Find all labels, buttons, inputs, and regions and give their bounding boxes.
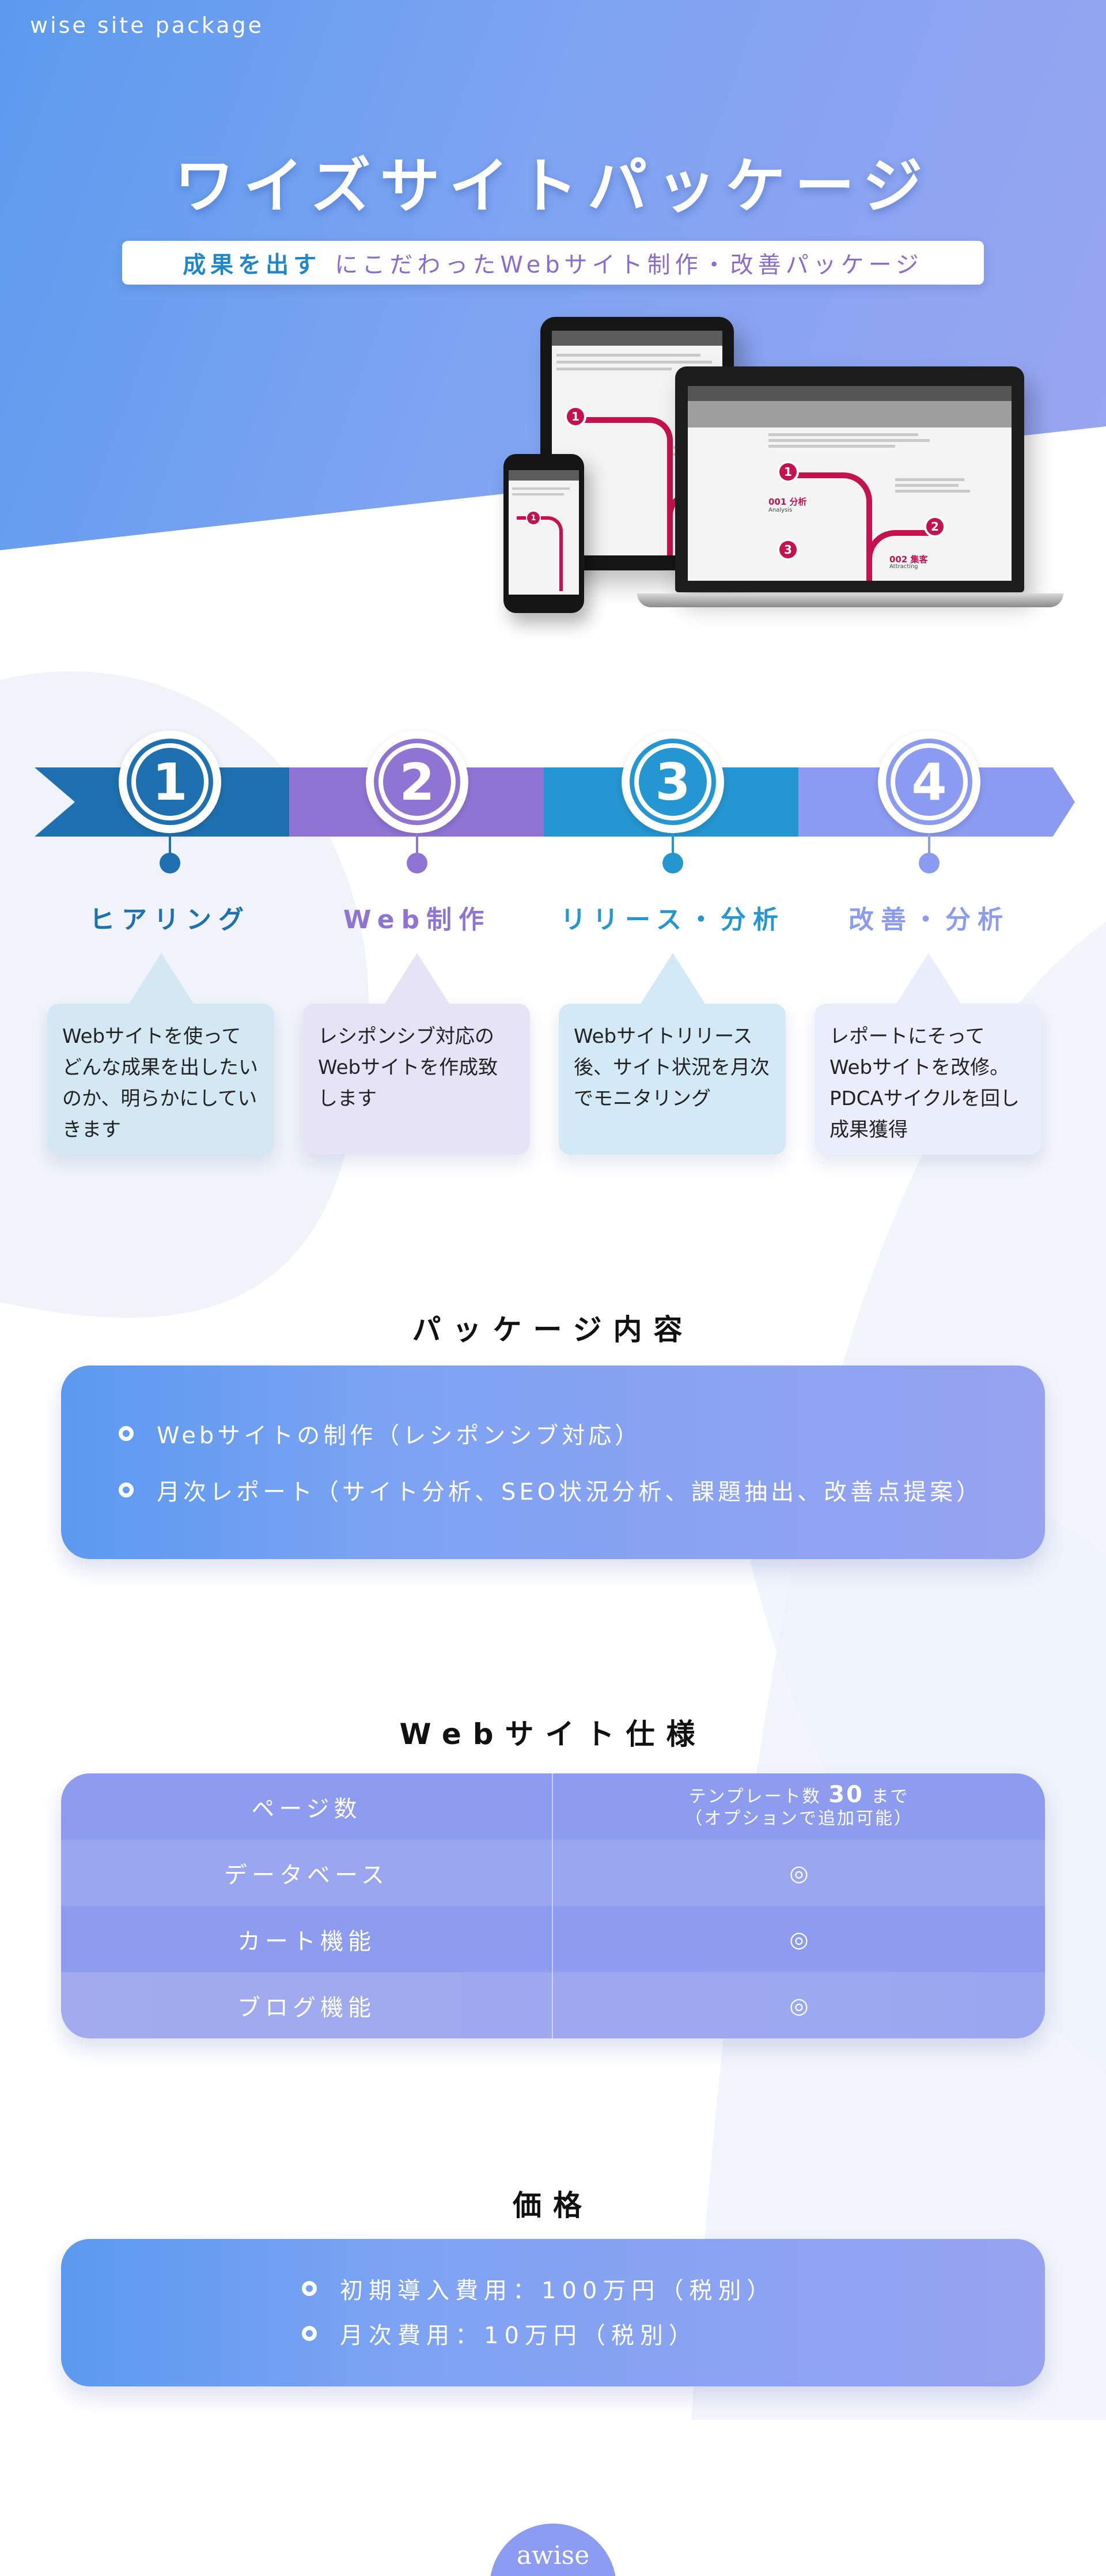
package-item: 月次レポート（サイト分析、SEO状況分析、課題抽出、改善点提案） [119, 1474, 1045, 1506]
price-item: 初期導入費用：100万円（税別） [302, 2272, 1045, 2305]
step-1-number: 1 [136, 748, 204, 816]
step-1-dot [160, 853, 180, 873]
step-2-connector [416, 833, 418, 857]
brand-name: wise site package [30, 13, 264, 38]
package-item-text: Webサイトの制作（レシポンシブ対応） [157, 1423, 642, 1449]
step-2-circle: 2 [366, 731, 468, 833]
step-4-number: 4 [895, 748, 963, 816]
step-3-label: リリース・分析 [560, 905, 785, 935]
tagline-rest: にこだわったWebサイト制作・改善パッケージ [335, 252, 923, 278]
step-4-connector [928, 833, 930, 857]
spec-value-post: まで [871, 1786, 910, 1807]
step-1-connector [169, 833, 171, 857]
package-card: Webサイトの制作（レシポンシブ対応） 月次レポート（サイト分析、SEO状況分析… [61, 1365, 1045, 1559]
laptop-step-001-sub: Analysis [768, 507, 793, 513]
table-row: データベース ◎ [61, 1840, 1045, 1906]
step-1-label: ヒアリング [89, 905, 251, 935]
step-1-description: Webサイトを使ってどんな成果を出したいのか、明らかにしていきます [47, 953, 274, 1155]
step-2-number: 2 [383, 748, 451, 816]
table-row: ページ数 テンプレート数 30 まで （オプションで追加可能） [61, 1773, 1045, 1840]
step-3-description: Webサイトリリース後、サイト状況を月次でモニタリング [559, 953, 786, 1155]
bullet-circle-icon [119, 1482, 134, 1497]
price-item-text: 月次費用：10万円（税別） [340, 2322, 698, 2349]
price-item: 月次費用：10万円（税別） [302, 2317, 1045, 2350]
phone-mockup: 1 [503, 454, 584, 613]
step-3-dot [662, 853, 683, 873]
step-2-description: レシポンシブ対応のWebサイトを作成致します [303, 953, 530, 1155]
spec-label: ページ数 [61, 1773, 553, 1840]
price-title: 価格 [513, 2189, 593, 2222]
package-item: Webサイトの制作（レシポンシブ対応） [119, 1417, 1045, 1450]
step-2-label: Web制作 [343, 905, 491, 935]
step-4-text: レポートにそってWebサイトを改修。PDCAサイクルを回し成果獲得 [830, 1025, 1020, 1141]
spec-value-num: 30 [828, 1781, 864, 1808]
spec-table: ページ数 テンプレート数 30 まで （オプションで追加可能） データベース ◎… [61, 1773, 1045, 2038]
step-4-label: 改善・分析 [849, 905, 1010, 935]
package-title: パッケージ内容 [412, 1313, 694, 1346]
step-1-text: Webサイトを使ってどんな成果を出したいのか、明らかにしていきます [62, 1025, 258, 1141]
step-4-description: レポートにそってWebサイトを改修。PDCAサイクルを回し成果獲得 [815, 953, 1041, 1155]
step-3-connector [672, 833, 674, 857]
spec-value-pre: テンプレート数 [688, 1786, 821, 1807]
step-4-circle: 4 [878, 731, 980, 833]
table-row: ブログ機能 ◎ [61, 1972, 1045, 2038]
laptop-mockup: 1 2 3 001 分析 Analysis 002 集客 Attracting [675, 366, 1024, 592]
price-card: 初期導入費用：100万円（税別） 月次費用：10万円（税別） [61, 2239, 1045, 2386]
table-row: カート機能 ◎ [61, 1906, 1045, 1972]
laptop-base [637, 593, 1063, 607]
spec-value: テンプレート数 30 まで （オプションで追加可能） [553, 1773, 1045, 1840]
step-3-text: Webサイトリリース後、サイト状況を月次でモニタリング [574, 1025, 770, 1110]
spec-label: ブログ機能 [61, 1972, 553, 2038]
step-3-number: 3 [639, 748, 707, 816]
step-3-circle: 3 [622, 731, 724, 833]
package-item-text: 月次レポート（サイト分析、SEO状況分析、課題抽出、改善点提案） [157, 1479, 983, 1505]
hero-tagline: 成果を出す にこだわったWebサイト制作・改善パッケージ [122, 241, 984, 285]
bullet-circle-icon [119, 1426, 134, 1441]
laptop-step-002-sub: Attracting [889, 563, 918, 570]
footer-logo: awise [490, 2524, 616, 2576]
tagline-strong: 成果を出す [183, 252, 321, 278]
bullet-circle-icon [302, 2326, 317, 2341]
price-item-text: 初期導入費用：100万円（税別） [340, 2278, 776, 2304]
laptop-step-002: 002 集客 [889, 554, 928, 565]
spec-label: データベース [61, 1840, 553, 1906]
step-2-dot [407, 853, 427, 873]
step-4-dot [919, 853, 940, 873]
spec-value: ◎ [789, 1992, 809, 2018]
laptop-step-001: 001 分析 [768, 497, 807, 507]
step-2-text: レシポンシブ対応のWebサイトを作成致します [318, 1025, 498, 1110]
bullet-circle-icon [302, 2281, 317, 2296]
spec-value: ◎ [789, 1860, 809, 1886]
step-1-circle: 1 [119, 731, 221, 833]
spec-label: カート機能 [61, 1906, 553, 1972]
spec-value-note: （オプションで追加可能） [685, 1808, 913, 1829]
spec-title: Webサイト仕様 [399, 1718, 707, 1751]
footer-logo-text: awise [516, 2541, 590, 2570]
spec-value: ◎ [789, 1926, 809, 1952]
hero-title: ワイズサイトパッケージ [174, 151, 932, 221]
